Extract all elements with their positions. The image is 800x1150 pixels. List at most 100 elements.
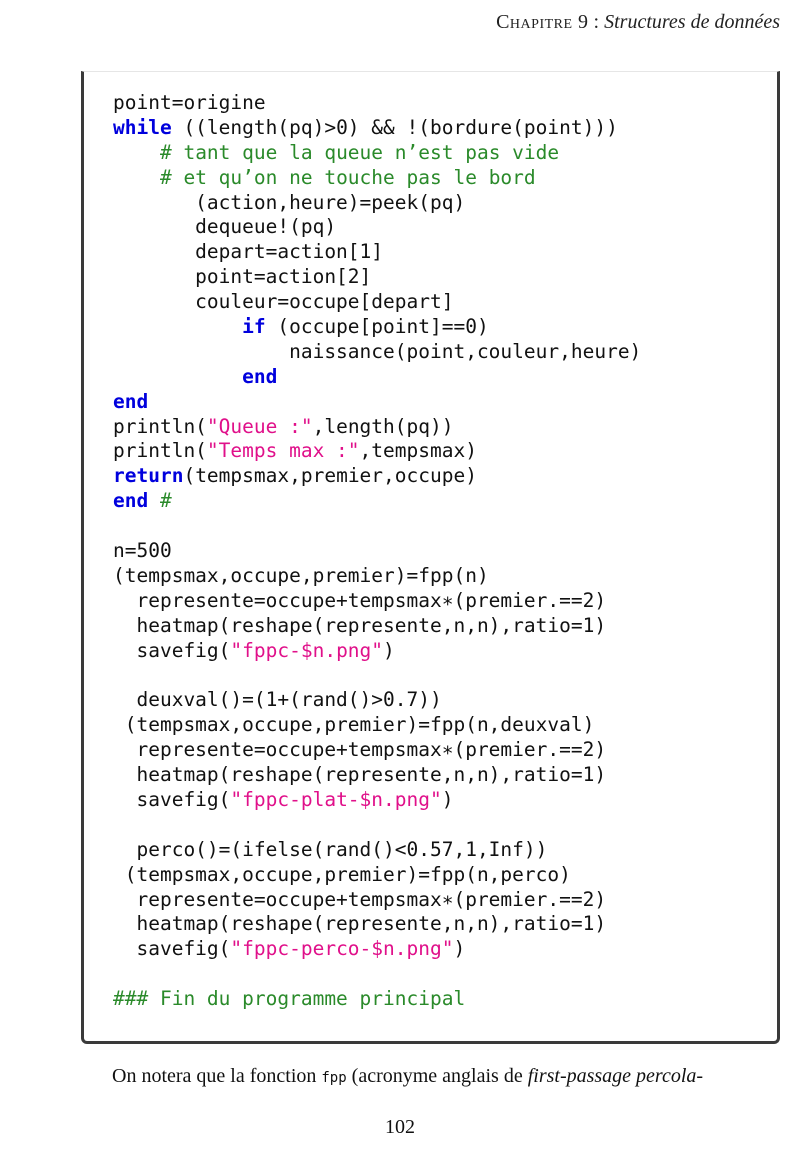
- code-line: represente=occupe+tempsmax∗(premier.==2): [113, 738, 641, 763]
- section-title: Structures de données: [604, 11, 780, 33]
- code-text: (tempsmax,occupe,premier)=fpp(n,deuxval): [113, 713, 595, 737]
- code-line: end #: [113, 489, 641, 514]
- code-text: ,length(pq)): [312, 414, 454, 438]
- code-line: dequeue!(pq): [113, 215, 641, 240]
- code-text: savefig(: [113, 787, 231, 811]
- code-line: savefig("fppc-$n.png"): [113, 639, 641, 664]
- code-text: (action,heure)=peek(pq): [113, 190, 466, 214]
- code-comment: #: [159, 489, 172, 513]
- code-line: represente=occupe+tempsmax∗(premier.==2): [113, 589, 641, 614]
- code-line: heatmap(reshape(represente,n,n),ratio=1): [113, 763, 641, 788]
- code-text: (occupe[point]==0): [265, 315, 489, 339]
- code-text: perco()=(ifelse(rand()<0.57,1,Inf)): [113, 837, 548, 861]
- code-line: represente=occupe+tempsmax∗(premier.==2): [113, 888, 641, 913]
- code-keyword: return: [113, 464, 184, 488]
- code-line: naissance(point,couleur,heure): [113, 340, 641, 365]
- code-string: "Temps max :": [206, 439, 360, 463]
- code-text: dequeue!(pq): [113, 215, 337, 239]
- code-text: [148, 489, 160, 512]
- code-line: (action,heure)=peek(pq): [113, 191, 641, 216]
- code-line: end: [113, 365, 641, 390]
- code-line: n=500: [113, 539, 641, 564]
- code-line: savefig("fppc-perco-$n.png"): [113, 937, 641, 962]
- code-text: (tempsmax,premier,occupe): [183, 464, 477, 488]
- inline-code-fpp: fpp: [321, 1070, 347, 1086]
- code-line: end: [113, 390, 641, 415]
- body-text-start: On notera que la fonction: [112, 1065, 322, 1087]
- code-text: savefig(: [113, 638, 231, 662]
- code-line: couleur=occupe[depart]: [113, 290, 641, 315]
- body-text-middle: (acronyme anglais de: [346, 1065, 528, 1087]
- code-line: (tempsmax,occupe,premier)=fpp(n,perco): [113, 863, 641, 888]
- code-text: represente=occupe+tempsmax∗(premier.==2): [113, 887, 607, 911]
- code-text: ): [383, 638, 395, 662]
- code-text: heatmap(reshape(represente,n,n),ratio=1): [113, 763, 607, 787]
- code-text: represente=occupe+tempsmax∗(premier.==2): [113, 738, 607, 762]
- code-line: [113, 962, 641, 987]
- code-text: ): [453, 937, 466, 961]
- code-line: (tempsmax,occupe,premier)=fpp(n,deuxval): [113, 713, 641, 738]
- code-text: ,tempsmax): [359, 439, 477, 463]
- code-text: ((length(pq)>0) && !(bordure(point))): [171, 115, 618, 139]
- code-string: "fppc-perco-$n.png": [230, 937, 454, 961]
- code-line: while ((length(pq)>0) && !(bordure(point…: [113, 116, 641, 141]
- code-text: n=500: [113, 539, 172, 563]
- code-line: [113, 813, 641, 838]
- header-separator: :: [588, 11, 605, 33]
- code-text: depart=action[1]: [113, 240, 384, 264]
- code-text: point=origine: [113, 91, 266, 114]
- code-line: if (occupe[point]==0): [113, 315, 641, 340]
- code-line: (tempsmax,occupe,premier)=fpp(n): [113, 564, 641, 589]
- code-comment: ### Fin du programme principal: [113, 987, 466, 1011]
- code-line: # tant que la queue n’est pas vide: [113, 141, 641, 166]
- body-paragraph: On notera que la fonction fpp (acronyme …: [112, 1065, 703, 1088]
- code-text: [113, 141, 160, 164]
- code-text: heatmap(reshape(represente,n,n),ratio=1): [113, 613, 607, 637]
- code-text: deuxval()=(1+(rand()>0.7)): [113, 688, 442, 712]
- code-keyword: end: [113, 489, 149, 513]
- code-text: couleur=occupe[depart]: [113, 290, 454, 314]
- code-line: ### Fin du programme principal: [113, 987, 641, 1012]
- code-text: represente=occupe+tempsmax∗(premier.==2): [113, 588, 607, 612]
- code-keyword: end: [242, 364, 278, 388]
- code-text: naissance(point,couleur,heure): [113, 339, 642, 363]
- code-text: println(: [113, 439, 207, 463]
- code-line: println("Temps max :",tempsmax): [113, 439, 641, 464]
- code-line: return(tempsmax,premier,occupe): [113, 464, 641, 489]
- code-string: "Queue :": [206, 414, 313, 438]
- code-string: "fppc-$n.png": [230, 638, 384, 662]
- code-line: println("Queue :",length(pq)): [113, 415, 641, 440]
- code-text: savefig(: [113, 937, 231, 961]
- chapter-label: Chapitre 9: [496, 11, 589, 33]
- code-text: (tempsmax,occupe,premier)=fpp(n,perco): [113, 862, 571, 886]
- code-line: depart=action[1]: [113, 240, 641, 265]
- code-line: # et qu’on ne touche pas le bord: [113, 166, 641, 191]
- code-line: heatmap(reshape(represente,n,n),ratio=1): [113, 614, 641, 639]
- code-line: perco()=(ifelse(rand()<0.57,1,Inf)): [113, 838, 641, 863]
- code-text: point=action[2]: [113, 265, 372, 289]
- code-keyword: while: [113, 115, 172, 139]
- code-line: [113, 514, 641, 539]
- code-line: savefig("fppc-plat-$n.png"): [113, 788, 641, 813]
- code-line: point=origine: [113, 91, 641, 116]
- code-keyword: if: [242, 315, 266, 339]
- code-comment: # tant que la queue n’est pas vide: [159, 140, 560, 164]
- code-line: point=action[2]: [113, 265, 641, 290]
- body-text-italic: first-passage percola-: [527, 1065, 704, 1087]
- code-text: heatmap(reshape(represente,n,n),ratio=1): [113, 912, 607, 936]
- page-number: 102: [385, 1116, 415, 1138]
- code-keyword: end: [113, 389, 149, 413]
- code-text: (tempsmax,occupe,premier)=fpp(n): [113, 563, 489, 587]
- code-text: [113, 315, 242, 338]
- code-text: [113, 166, 160, 189]
- code-listing-frame: [81, 71, 780, 1044]
- code-string: "fppc-plat-$n.png": [230, 787, 442, 811]
- code-line: [113, 663, 641, 688]
- code-text: println(: [113, 414, 207, 438]
- code-line: deuxval()=(1+(rand()>0.7)): [113, 688, 641, 713]
- code-text: [113, 365, 242, 388]
- code-comment: # et qu’on ne touche pas le bord: [159, 165, 536, 189]
- code-line: heatmap(reshape(represente,n,n),ratio=1): [113, 912, 641, 937]
- code-text: ): [441, 787, 454, 811]
